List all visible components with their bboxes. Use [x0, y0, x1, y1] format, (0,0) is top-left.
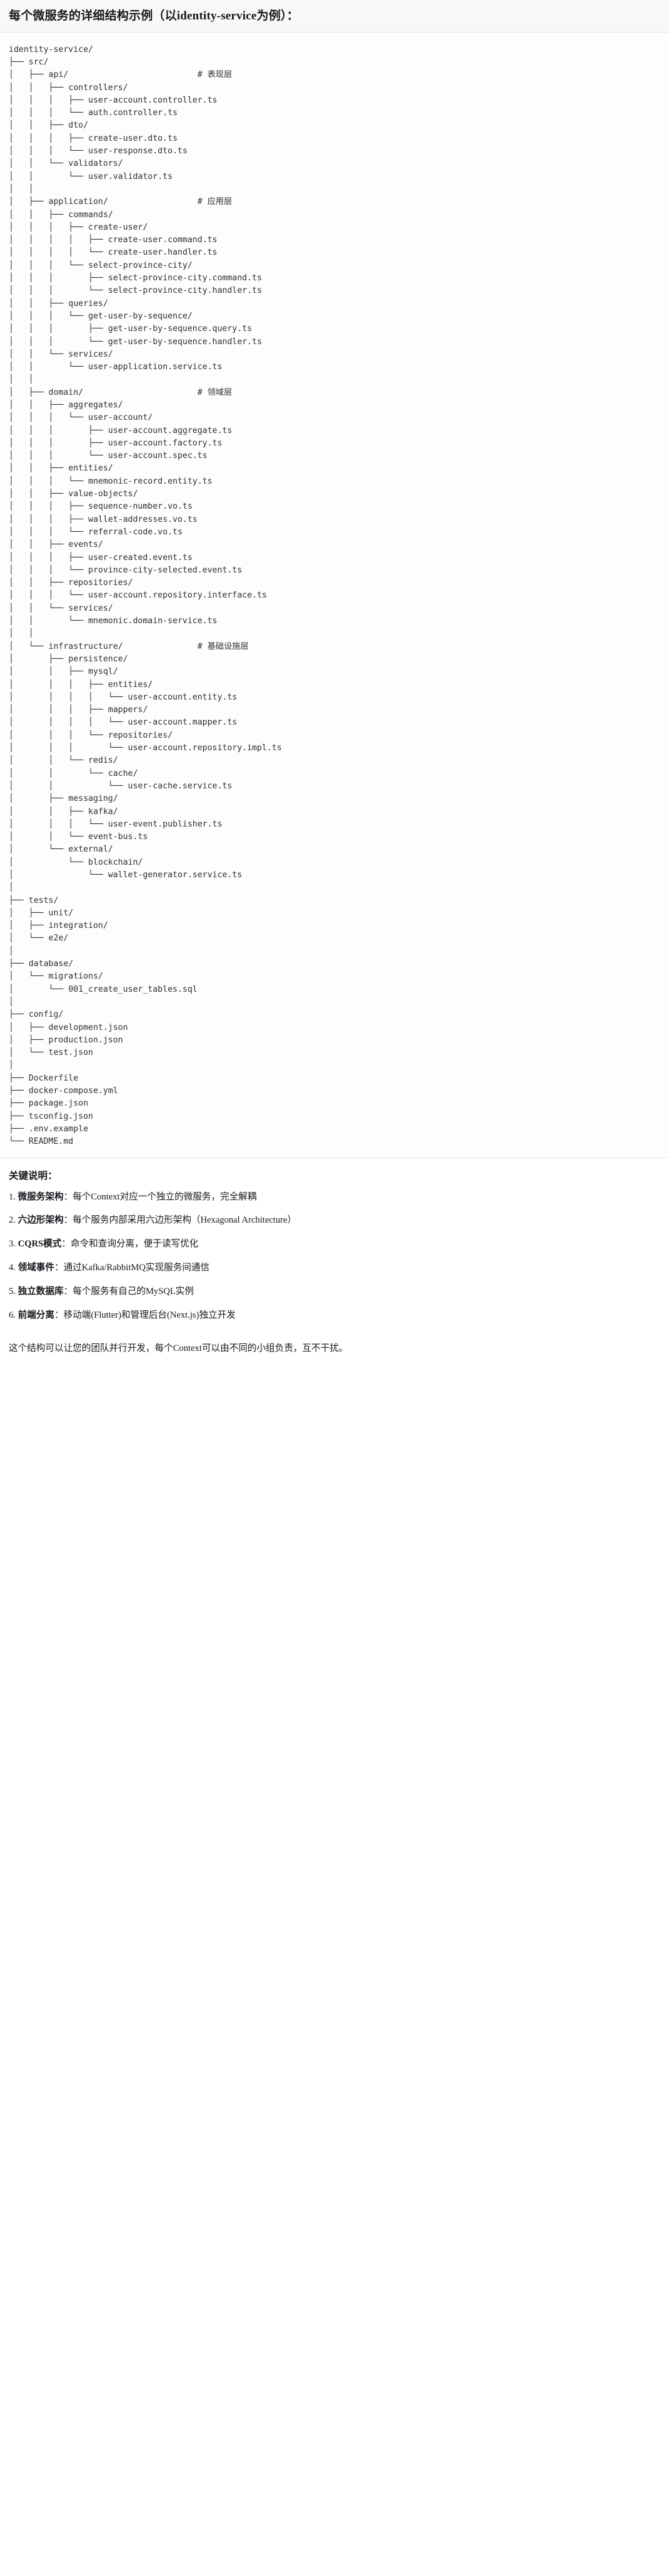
key-point-term: 六边形架构	[18, 1215, 64, 1226]
key-point-description: 移动端(Flutter)和管理后台(Next.js)独立开发	[63, 1310, 236, 1320]
key-point-description: 每个服务内部采用六边形架构（Hexagonal Architecture）	[73, 1215, 297, 1226]
key-point-separator: ：	[54, 1263, 64, 1273]
key-point-term: 独立数据库	[18, 1286, 64, 1297]
key-point-term: 微服务架构	[18, 1191, 64, 1202]
key-point-item: 领域事件：通过Kafka/RabbitMQ实现服务间通信	[9, 1261, 660, 1275]
key-point-item: 六边形架构：每个服务内部采用六边形架构（Hexagonal Architectu…	[9, 1214, 660, 1228]
key-points-section: 关键说明： 微服务架构：每个Context对应一个独立的微服务，完全解耦六边形架…	[0, 1158, 669, 1338]
key-point-item: 前端分离：移动端(Flutter)和管理后台(Next.js)独立开发	[9, 1309, 660, 1323]
directory-tree: identity-service/ ├── src/ │ ├── api/ # …	[9, 44, 282, 1147]
key-point-item: 独立数据库：每个服务有自己的MySQL实例	[9, 1285, 660, 1299]
key-point-term: 领域事件	[18, 1263, 54, 1273]
key-point-term: CQRS模式	[18, 1239, 62, 1250]
directory-tree-block: identity-service/ ├── src/ │ ├── api/ # …	[0, 32, 669, 1158]
key-point-description: 每个服务有自己的MySQL实例	[73, 1286, 194, 1297]
key-point-description: 通过Kafka/RabbitMQ实现服务间通信	[63, 1263, 210, 1273]
key-point-separator: ：	[63, 1215, 73, 1226]
key-points-list: 微服务架构：每个Context对应一个独立的微服务，完全解耦六边形架构：每个服务…	[9, 1191, 660, 1323]
key-point-description: 命令和查询分离，便于读写优化	[70, 1239, 199, 1250]
key-point-separator: ：	[63, 1286, 73, 1297]
key-points-title: 关键说明：	[9, 1170, 58, 1181]
heading-band: 每个微服务的详细结构示例（以identity-service为例）：	[0, 0, 669, 33]
key-point-separator: ：	[54, 1310, 64, 1320]
key-point-description: 每个Context对应一个独立的微服务，完全解耦	[73, 1191, 257, 1202]
closing-paragraph: 这个结构可以让您的团队并行开发，每个Context可以由不同的小组负责，互不干扰…	[9, 1343, 348, 1353]
page-title: 每个微服务的详细结构示例（以identity-service为例）：	[9, 9, 299, 23]
page-root: 每个微服务的详细结构示例（以identity-service为例）： ident…	[0, 0, 669, 1369]
key-point-separator: ：	[61, 1239, 71, 1250]
key-point-item: 微服务架构：每个Context对应一个独立的微服务，完全解耦	[9, 1191, 660, 1204]
key-point-term: 前端分离	[18, 1310, 54, 1320]
key-point-item: CQRS模式：命令和查询分离，便于读写优化	[9, 1238, 660, 1251]
key-point-separator: ：	[63, 1191, 73, 1202]
